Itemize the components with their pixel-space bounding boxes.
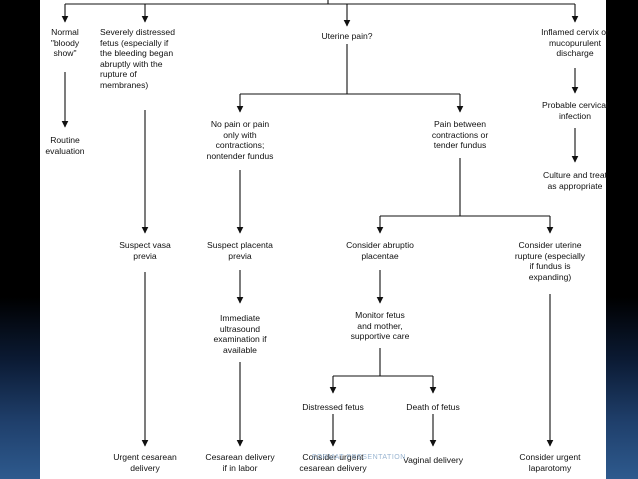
node-consider-urgent-cesarean: Consider urgent cesarean delivery: [299, 452, 367, 473]
flowchart-canvas: Normal "bloody show" Routine evaluation …: [40, 0, 609, 479]
watermark: FORMAT PRESENTATION: [312, 454, 406, 461]
node-vaginal-delivery: Vaginal delivery: [402, 455, 464, 465]
node-culture-and-treat: Culture and treat as appropriate: [542, 170, 607, 191]
node-consider-abruptio-placentae: Consider abruptio placentae: [346, 240, 414, 261]
node-uterine-pain: Uterine pain?: [321, 31, 373, 41]
node-suspect-placenta-previa: Suspect placenta previa: [207, 240, 273, 261]
node-routine-evaluation: Routine evaluation: [45, 135, 85, 156]
node-monitor-fetus-mother: Monitor fetus and mother, supportive car…: [350, 310, 410, 342]
node-probable-cervical-infection: Probable cervical infection: [542, 100, 608, 121]
node-suspect-vasa-previa: Suspect vasa previa: [119, 240, 171, 261]
node-consider-uterine-rupture: Consider uterine rupture (especially if …: [514, 240, 586, 282]
node-immediate-ultrasound: Immediate ultrasound examination if avai…: [213, 313, 267, 355]
node-death-of-fetus: Death of fetus: [406, 402, 460, 412]
flowchart-connectors: [61, 0, 579, 447]
node-pain-between-contractions: Pain between contractions or tender fund…: [431, 119, 489, 151]
node-consider-urgent-laparotomy: Consider urgent laparotomy: [519, 452, 581, 473]
node-urgent-cesarean-delivery: Urgent cesarean delivery: [113, 452, 177, 473]
node-distressed-fetus: Distressed fetus: [302, 402, 364, 412]
node-severely-distressed-fetus: Severely distressed fetus (especially if…: [100, 27, 175, 90]
node-cesarean-delivery-if-in-labor: Cesarean delivery if in labor: [205, 452, 275, 473]
node-inflamed-cervix: Inflamed cervix or mucopurulent discharg…: [541, 27, 609, 59]
node-normal-bloody-show: Normal "bloody show": [50, 27, 80, 59]
node-no-pain: No pain or pain only with contractions; …: [206, 119, 274, 161]
